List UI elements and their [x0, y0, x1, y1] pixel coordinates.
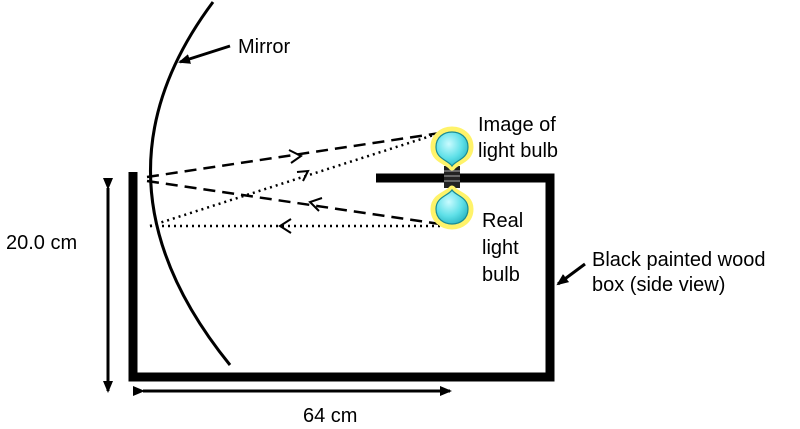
box-pointer-arrow — [556, 262, 586, 286]
image-bulb-label-line2: light bulb — [478, 140, 559, 162]
mirror-curve — [149, 1, 232, 366]
ray-arrow-right — [288, 149, 303, 164]
wood-box — [128, 172, 555, 382]
ray-dotted-upper — [149, 131, 441, 228]
real-bulb-label-line2: light — [482, 237, 519, 259]
real-bulb-icon — [430, 185, 474, 230]
image-bulb-icon — [430, 126, 474, 171]
mirror-pointer-arrow — [178, 44, 231, 64]
image-bulb-label-line1: Image of — [478, 114, 556, 136]
ray-dashed-lower — [146, 179, 441, 226]
ray-arrow-left-upper — [308, 197, 323, 212]
box-label-line1: Black painted wood — [592, 249, 766, 271]
box-label-line2: box (side view) — [592, 274, 726, 296]
width-dimension-label: 64 cm — [303, 405, 358, 427]
height-dimension-label: 20.0 cm — [6, 232, 78, 254]
ray-arrow-diagonal — [296, 169, 310, 182]
real-bulb-label-line1: Real — [482, 210, 524, 232]
ray-arrow-left-lower — [278, 218, 292, 234]
real-bulb-label-line3: bulb — [482, 264, 520, 286]
mirror-label: Mirror — [238, 36, 291, 58]
ray-dashed-upper — [146, 131, 441, 179]
